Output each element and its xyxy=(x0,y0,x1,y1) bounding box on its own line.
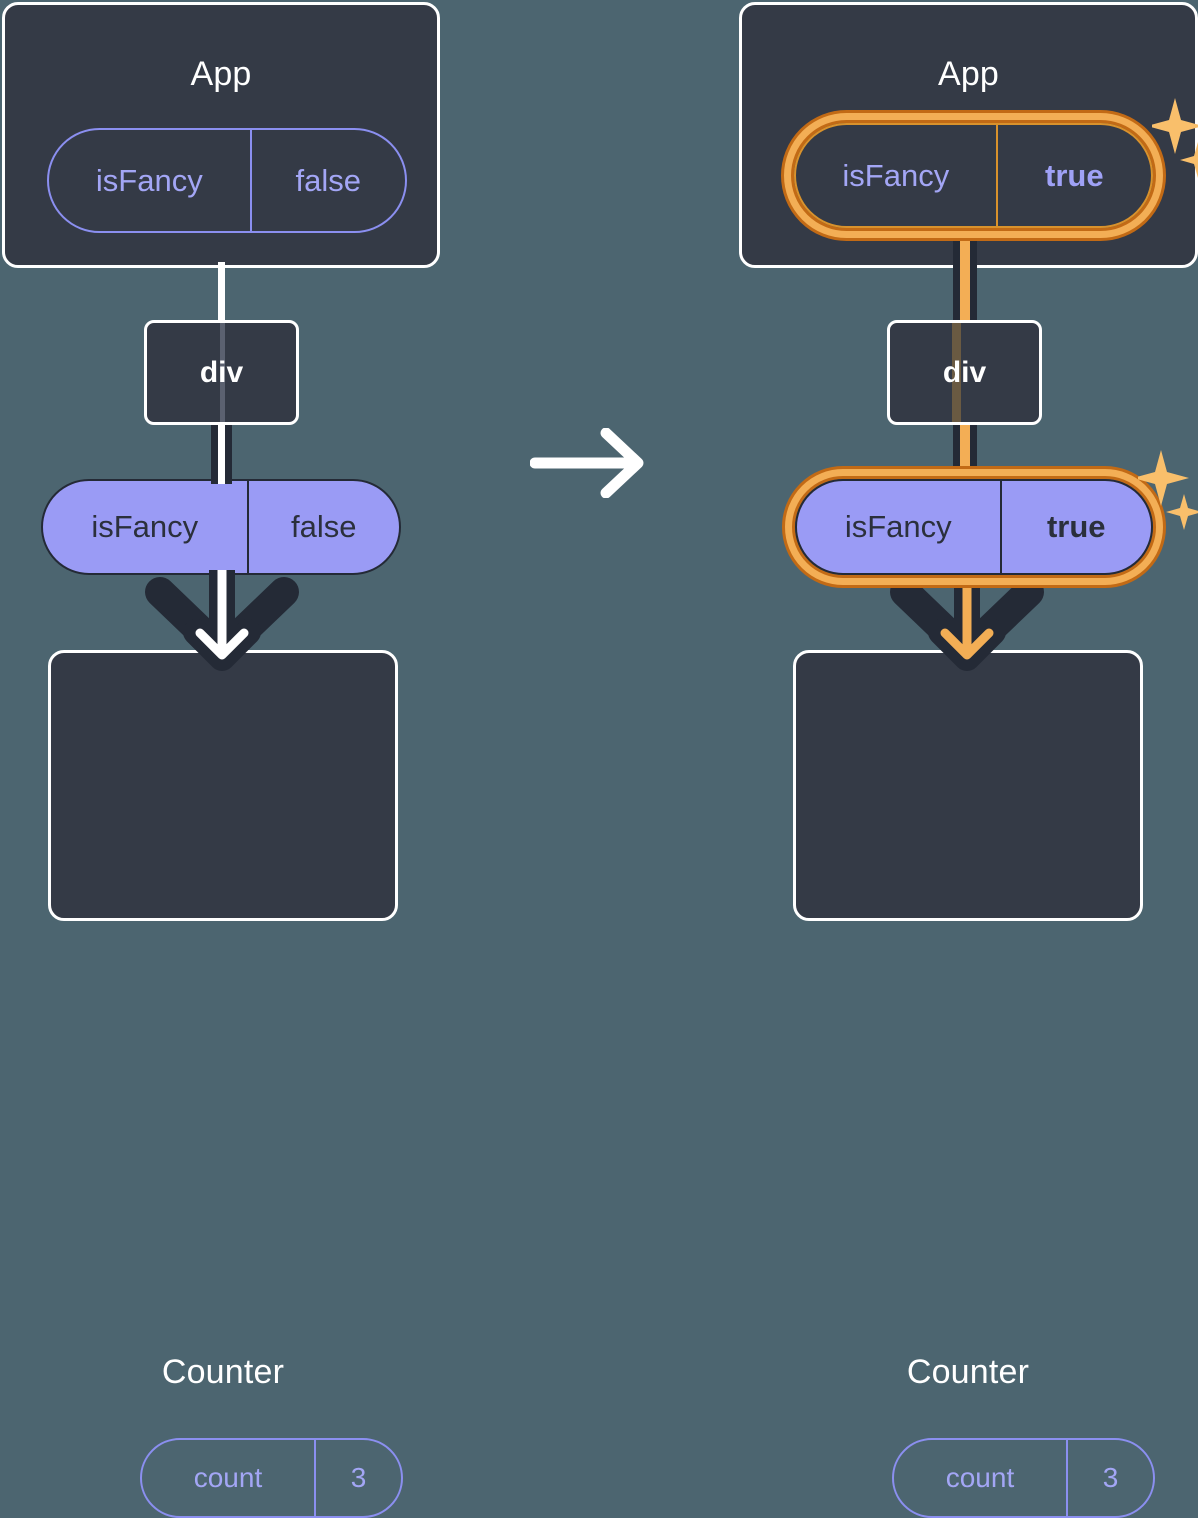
props-name: isFancy xyxy=(91,509,199,544)
app-card-title: App xyxy=(190,55,252,93)
counter-state-name: count xyxy=(945,1462,1015,1493)
counter-card-title: Counter xyxy=(161,1353,285,1391)
app-state-value: true xyxy=(995,125,1151,226)
props-name: isFancy xyxy=(844,509,952,544)
counter-state-pill-after: count 3 xyxy=(892,1438,1155,1518)
app-state-pill-after: isFancy true xyxy=(794,123,1153,228)
counter-component-card-after: Counter count 3 xyxy=(793,650,1155,1518)
app-component-card-before: App isFancy false xyxy=(2,2,440,268)
props-flow-arrow-before xyxy=(92,570,352,680)
props-flow-arrow-after xyxy=(837,570,1097,680)
props-value: true xyxy=(999,481,1151,573)
app-state-name: isFancy xyxy=(95,162,203,198)
counter-card-title: Counter xyxy=(906,1353,1030,1391)
div-node-label: div xyxy=(199,355,244,389)
props-pill-after: isFancy true xyxy=(795,479,1153,575)
div-node-label: div xyxy=(942,355,987,389)
connector-div-to-props-after xyxy=(953,422,977,484)
counter-state-name: count xyxy=(193,1462,263,1493)
counter-state-value: 3 xyxy=(313,1440,401,1516)
counter-component-card-before: Counter count 3 xyxy=(48,650,403,1518)
connector-div-to-props-before xyxy=(211,422,232,484)
app-card-title: App xyxy=(937,55,1000,93)
connector-app-to-div-after xyxy=(953,232,977,324)
props-pill-before: isFancy false xyxy=(41,479,401,575)
before-panel: App isFancy false div isFancy false xyxy=(0,0,500,1518)
after-panel: App isFancy true div xyxy=(737,0,1198,1518)
div-node-before: div xyxy=(144,320,299,425)
connector-through-div-before xyxy=(220,323,225,422)
counter-state-value: 3 xyxy=(1065,1440,1153,1516)
connector-through-div-after xyxy=(952,323,961,422)
transition-arrow-icon xyxy=(529,427,650,499)
app-state-pill-before: isFancy false xyxy=(47,128,407,233)
props-value: false xyxy=(246,481,399,573)
app-state-name: isFancy xyxy=(842,157,950,193)
div-node-after: div xyxy=(887,320,1042,425)
counter-state-pill-before: count 3 xyxy=(140,1438,403,1518)
app-state-value: false xyxy=(249,130,405,231)
connector-app-to-div-before xyxy=(218,262,225,324)
